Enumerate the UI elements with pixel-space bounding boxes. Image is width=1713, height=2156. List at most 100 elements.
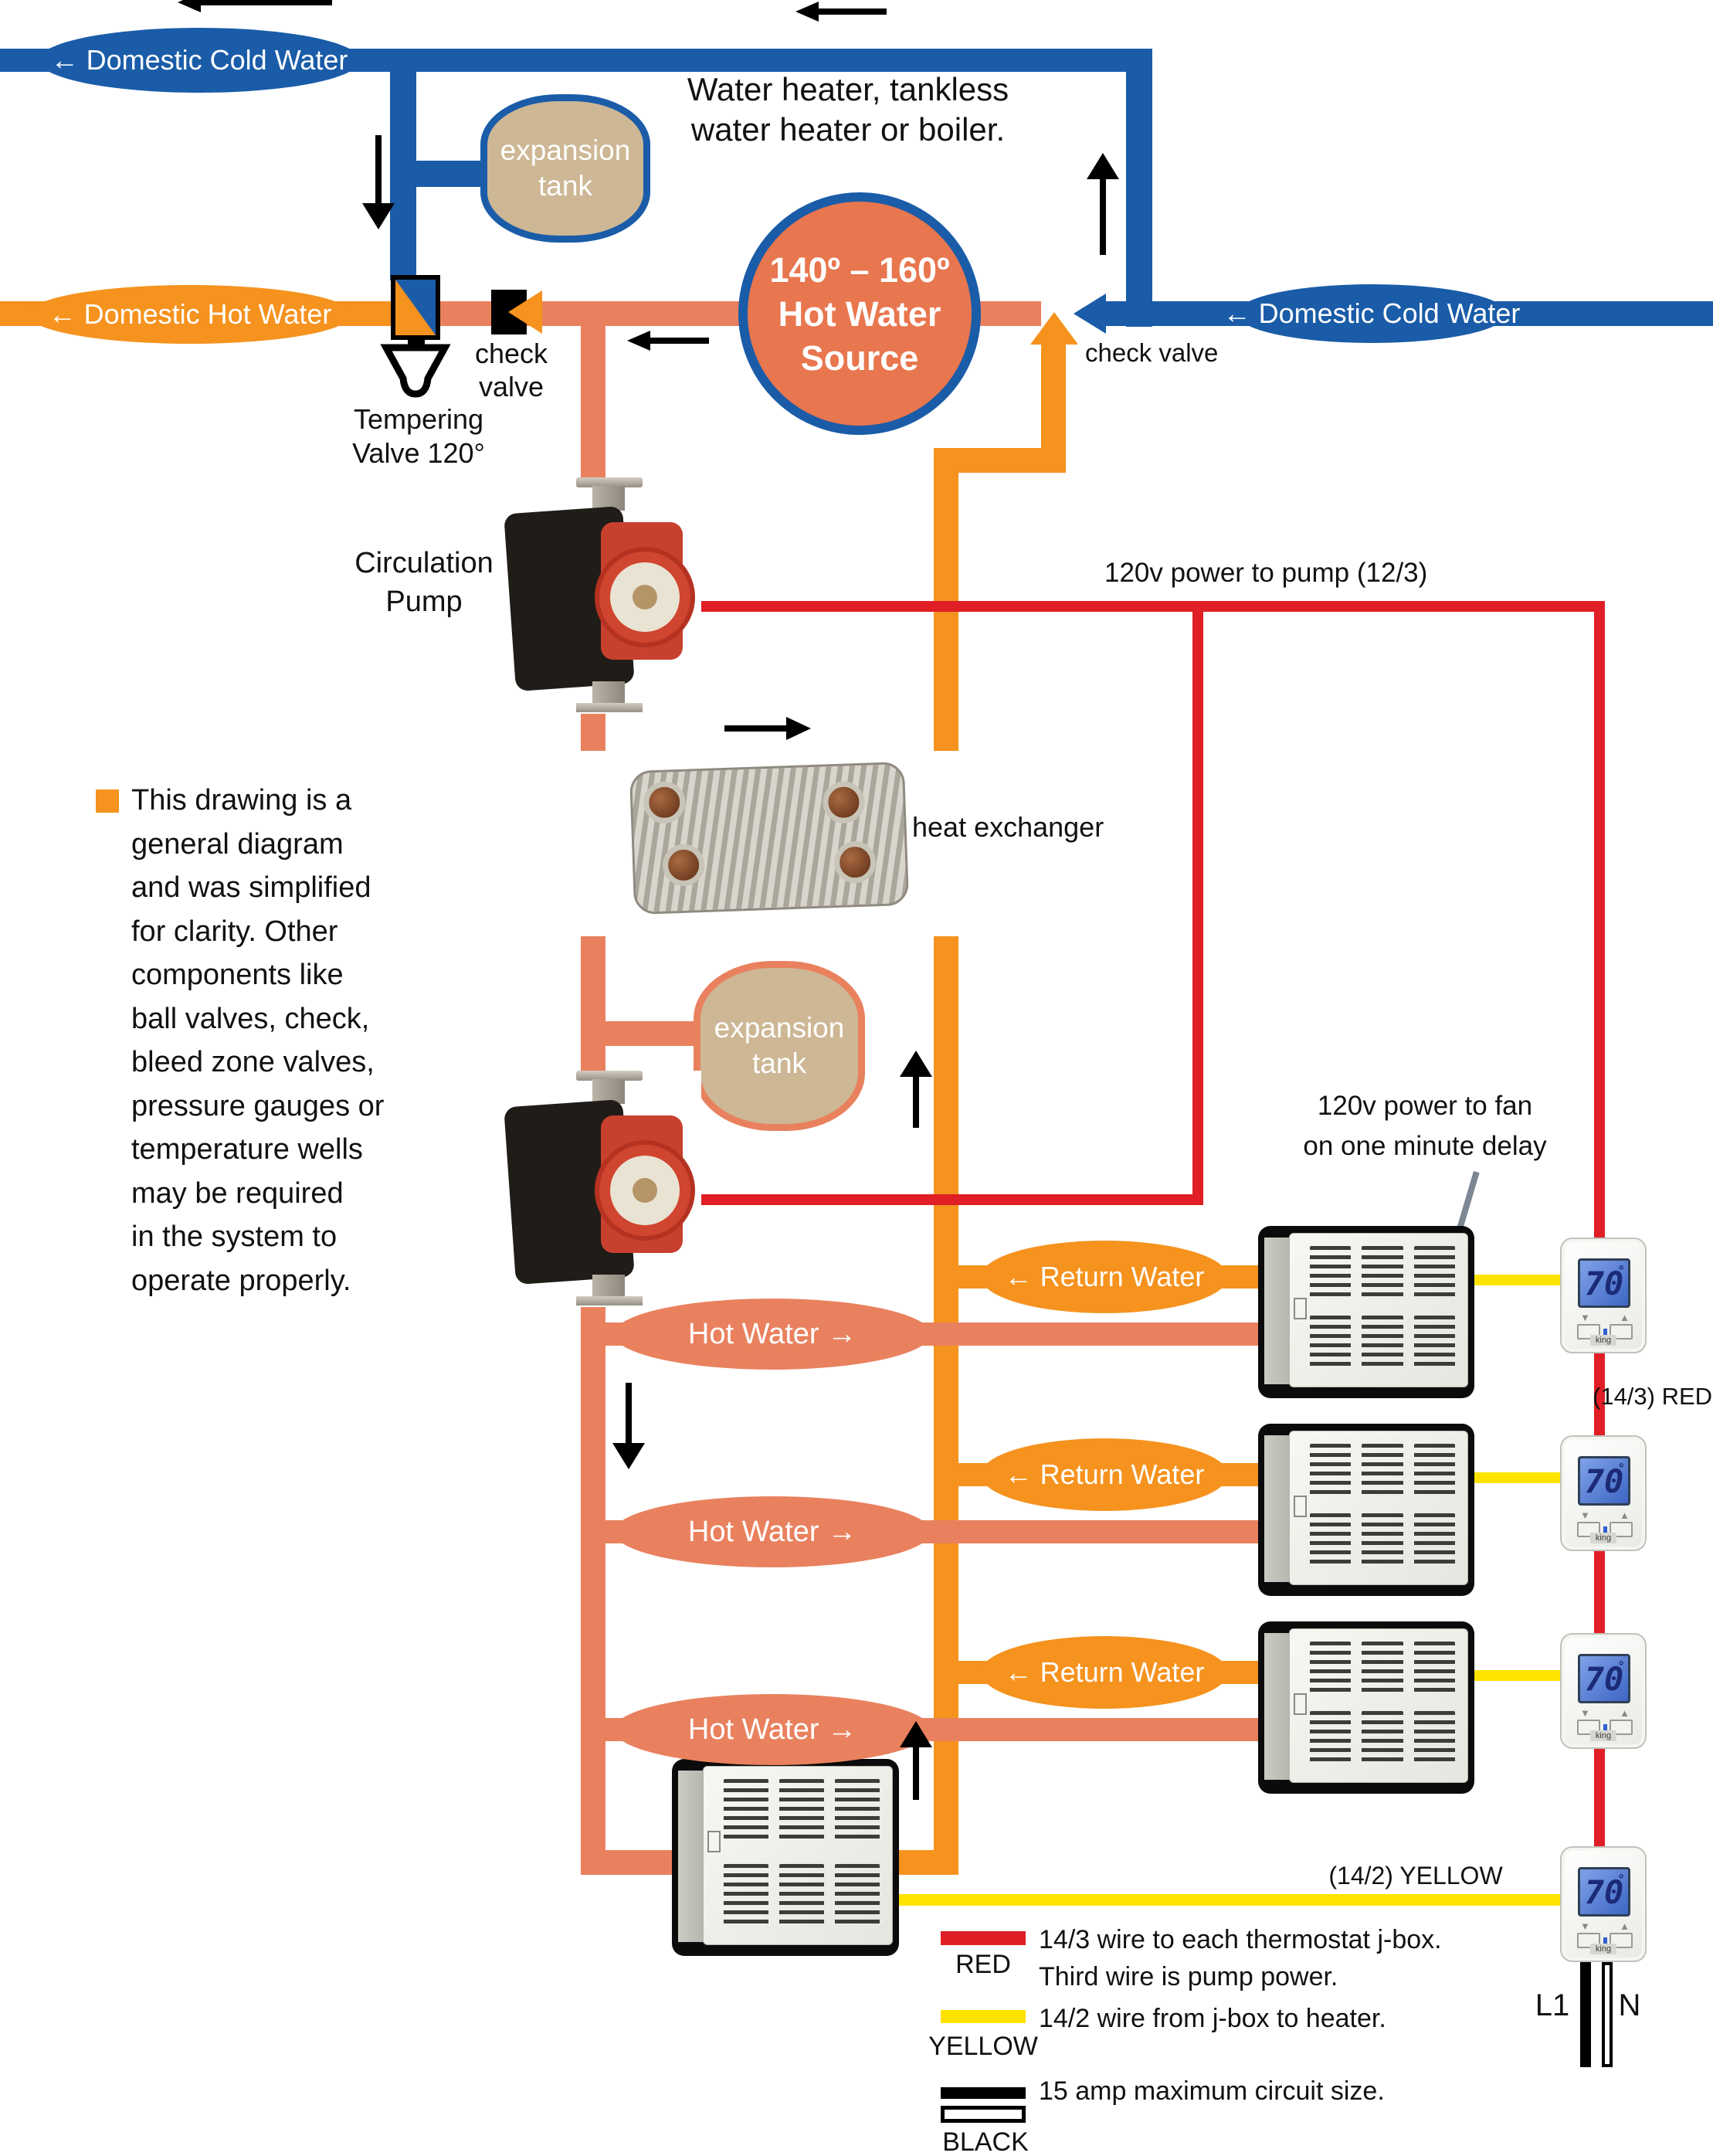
pump-flange-bottom: [576, 1296, 643, 1305]
heat-exchanger-plates: [629, 761, 910, 915]
thermostat-keys: ▼▲: [1580, 1312, 1630, 1323]
louver-column: [1413, 1444, 1455, 1498]
expansion-tank-label: tank: [752, 1047, 806, 1079]
louver-column: [1362, 1642, 1403, 1696]
legend-yellow-swatch: [941, 2010, 1026, 2023]
indicator-tick: [1603, 1937, 1607, 1948]
heat-exchanger-port: [833, 840, 877, 884]
thermostat-3: 70° ▼▲ king: [1560, 1633, 1647, 1749]
degree-symbol: °: [1617, 1659, 1625, 1673]
yellow-wire-heater3: [1471, 1670, 1560, 1681]
legend-red-swatch: [941, 1931, 1026, 1945]
pump-hub: [633, 1178, 657, 1203]
note-line: operate properly.: [131, 1264, 351, 1297]
check-valve-label-left-line2: valve: [478, 371, 544, 402]
check-valve-label-left-line1: check: [474, 338, 548, 369]
expansion-tank-label: tank: [538, 170, 592, 202]
thermostat-brand: king: [1589, 1335, 1617, 1346]
degree-symbol: °: [1617, 1461, 1625, 1475]
check-valve-label-right: check valve: [1085, 338, 1219, 367]
degree-symbol: °: [1617, 1872, 1625, 1886]
legend-black-name: BLACK: [942, 2127, 1029, 2156]
flow-label-text: ← Return Water: [1004, 1656, 1205, 1688]
louver-column: [724, 1864, 768, 1929]
flow-label-text: Hot Water →: [687, 1317, 857, 1350]
thermostat-keys: ▼▲: [1580, 1707, 1630, 1719]
expansion-tank-label: expansion: [500, 134, 631, 166]
legend-red-desc-line1: 14/3 wire to each thermostat j-box.: [1039, 1925, 1442, 1954]
heat-exchanger-port: [822, 780, 866, 824]
heater-louvers-top: [1310, 1642, 1455, 1696]
indicator-tick: [1603, 1724, 1607, 1735]
note-line: for clarity. Other: [131, 915, 338, 948]
return-water-label-1: ← Return Water: [981, 1241, 1228, 1313]
yellow-wire-heater2: [1471, 1472, 1560, 1483]
l1-wire-black: [1580, 1962, 1591, 2067]
flow-label-text: ← Return Water: [1004, 1261, 1205, 1292]
cold-water-flow-label-left: ← Domestic Cold Water: [39, 28, 360, 93]
legend-red-name: RED: [955, 1950, 1011, 1979]
louver-column: [835, 1779, 880, 1844]
degree-symbol: °: [1617, 1263, 1625, 1278]
louver-column: [779, 1864, 824, 1929]
louver-column: [1310, 1316, 1352, 1370]
hot-water-source: 140º – 160º Hot Water Source: [738, 192, 981, 435]
note-line: and was simplified: [131, 871, 371, 904]
thermostat-2: 70° ▼▲ king: [1560, 1435, 1647, 1551]
temp-down-icon: ▼: [1580, 1707, 1590, 1719]
flow-arrow-right-icon: [724, 717, 811, 740]
wall-heater-2: [1258, 1424, 1474, 1596]
hot-water-label-1: Hot Water →: [614, 1299, 931, 1370]
louver-column: [1362, 1246, 1403, 1300]
thermostat-display: 70°: [1578, 1456, 1630, 1506]
yellow-wire-heater1: [1471, 1275, 1560, 1285]
note-line: ball valves, check,: [131, 1002, 370, 1035]
louver-column: [1362, 1444, 1403, 1498]
legend-black-desc: 15 amp maximum circuit size.: [1039, 2076, 1385, 2106]
temperature-value: 70: [1584, 1264, 1624, 1302]
heat-exchanger-port: [662, 843, 706, 887]
louver-column: [1413, 1246, 1455, 1300]
source-label: Hot Water: [778, 294, 941, 334]
red-wire-tstat2-tstat3: [1594, 1551, 1605, 1633]
temperature-value: 70: [1584, 1462, 1624, 1500]
note-line: temperature wells: [131, 1133, 363, 1166]
louver-column: [1362, 1711, 1403, 1765]
heater-switch: [1294, 1298, 1307, 1319]
yellow-wire-bottom-heater: [892, 1894, 1560, 1906]
thermostat-keys: ▼▲: [1580, 1509, 1630, 1521]
heater-switch: [1294, 1693, 1307, 1715]
heat-exchanger-label: heat exchanger: [912, 811, 1104, 843]
heater-louvers-bottom: [724, 1864, 880, 1929]
tempering-valve-label-line2: Valve 120°: [352, 437, 485, 469]
flow-arrow-up-icon: [899, 1051, 933, 1128]
flow-arrow-up-icon: [1086, 153, 1120, 255]
cold-inlet-arrowhead-icon: [1074, 294, 1106, 334]
heater-front-panel: [1289, 1233, 1468, 1387]
legend-yellow-name: YELLOW: [928, 2032, 1038, 2061]
flow-label-text: Hot Water →: [687, 1515, 857, 1548]
louver-column: [1413, 1711, 1455, 1765]
louver-column: [724, 1779, 768, 1844]
flow-arrow-down-icon: [361, 135, 395, 229]
louver-column: [1310, 1444, 1352, 1498]
heater-louvers-bottom: [1310, 1316, 1455, 1370]
cold-water-flow-label-right: ← Domestic Cold Water: [1223, 284, 1520, 343]
temp-down-icon: ▼: [1580, 1509, 1590, 1521]
heater-front-panel: [1289, 1628, 1468, 1783]
note-line: may be required: [131, 1176, 344, 1210]
expansion-tank-domestic: expansion tank: [480, 94, 650, 243]
circulation-pump-label-line1: Circulation: [354, 547, 494, 579]
pump-flange: [576, 477, 643, 487]
temp-up-icon: ▲: [1620, 1707, 1630, 1719]
n-label: N: [1618, 1988, 1641, 2022]
pump-flange-bottom: [576, 703, 643, 712]
legend-red-desc-line2: Third wire is pump power.: [1039, 1962, 1338, 1991]
thermostat-display: 70°: [1578, 1654, 1630, 1703]
pump-stem-bottom: [592, 681, 625, 703]
heater-switch: [1294, 1496, 1307, 1517]
flow-label-text: ← Domestic Cold Water: [50, 44, 348, 76]
power-to-pump-label: 120v power to pump (12/3): [1104, 558, 1428, 588]
note-line: bleed zone valves,: [131, 1046, 375, 1078]
disclaimer-note: This drawing is a general diagram and wa…: [131, 779, 384, 1302]
